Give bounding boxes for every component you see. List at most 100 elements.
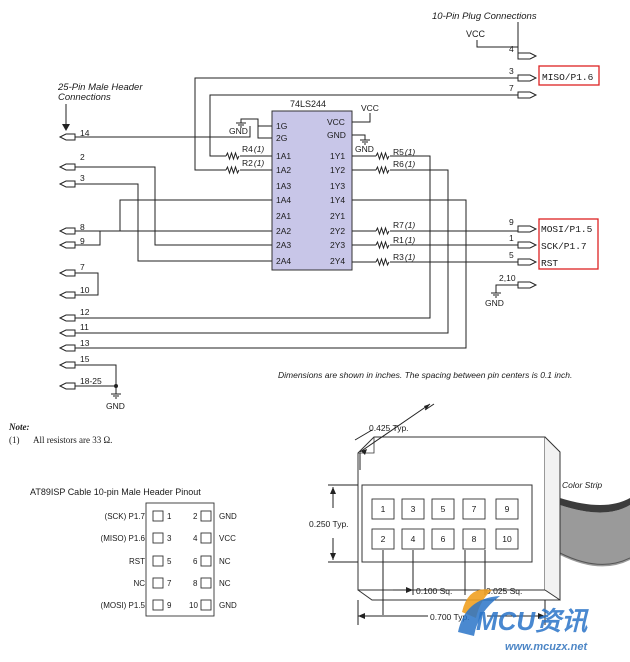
plug-pin-9: 9: [509, 217, 514, 227]
ic-pin-2y4: 2Y4: [330, 256, 345, 266]
ic-pin-1y4: 1Y4: [330, 195, 345, 205]
pinout-right-label-8: NC: [219, 579, 231, 588]
ic-pin-2g: 2G: [276, 133, 287, 143]
pinout-right-label-6: NC: [219, 557, 231, 566]
ic-gnd-label: GND: [355, 144, 374, 154]
ic-enable-gnd-symbol: [236, 122, 246, 128]
pinout-left-label-3: (MISO) P1.6: [101, 534, 146, 543]
plug-gnd-symbol: [491, 292, 501, 298]
ic-pin-1y1: 1Y1: [330, 151, 345, 161]
connector-side: [544, 436, 561, 601]
connector-pin-10: 10: [502, 534, 512, 544]
svg-text:R3(1): R3(1): [393, 252, 415, 262]
ic-pin-2y1: 2Y1: [330, 211, 345, 221]
pinout-labels: (SCK) P1.7 1 2 GND (MISO) P1.6 3 4 VCC R…: [101, 512, 237, 610]
plug-pin-7: 7: [509, 83, 514, 93]
watermark-url: www.mcuzx.net: [505, 641, 588, 653]
pinout-right-pin-4: 4: [193, 534, 198, 543]
svg-text:R7(1): R7(1): [393, 220, 415, 230]
note-text: All resistors are 33 Ω.: [33, 435, 112, 445]
svg-text:R5(1): R5(1): [393, 147, 415, 157]
ic-pin-2a4: 2A4: [276, 256, 291, 266]
resistor-r3: R3: [393, 252, 404, 262]
header-pin-9: 9: [80, 236, 85, 246]
plug-pin-1: 1: [509, 233, 514, 243]
header-pin-stubs: [58, 133, 76, 390]
pinout-right-label-4: VCC: [219, 534, 236, 543]
pinout-left-pin-9: 9: [167, 601, 172, 610]
ic-pin-2a3: 2A3: [276, 240, 291, 250]
pinout-right-label-2: GND: [219, 512, 237, 521]
ic-pin-1a4: 1A4: [276, 195, 291, 205]
header-pin-12: 12: [80, 307, 90, 317]
connector-pin-4: 4: [411, 534, 416, 544]
resistor-r6-note: (1): [405, 159, 416, 169]
ic-pin-1g: 1G: [276, 121, 287, 131]
note-title: Note:: [8, 422, 30, 432]
mosi-sck-rst-highlight-box: [538, 218, 599, 270]
header-pin-10: 10: [80, 285, 90, 295]
pinout-right-label-10: GND: [219, 601, 237, 610]
resistor-r1-note: (1): [405, 235, 416, 245]
ic-vcc-wire: [352, 113, 371, 123]
ic-pin-2y2: 2Y2: [330, 226, 345, 236]
connector-bottom: [357, 589, 560, 601]
header-connections-title-1: 25-Pin Male Header: [57, 82, 143, 93]
resistor-r3-note: (1): [405, 252, 416, 262]
resistor-r1: R1: [393, 235, 404, 245]
connector-pin-3: 3: [411, 504, 416, 514]
header-gnd-symbol: [111, 393, 121, 399]
plug-signal-miso: MISO/P1.6: [542, 72, 594, 83]
ic-gnd-symbol: [360, 139, 370, 145]
ic-vcc-label: VCC: [361, 103, 379, 113]
resistor-r7: R7: [393, 220, 404, 230]
dimension-arrows: [330, 404, 545, 619]
pinout-left-label-7: NC: [133, 579, 145, 588]
ic-pin-1y3: 1Y3: [330, 181, 345, 191]
plug-pin-5: 5: [509, 250, 514, 260]
watermark-brand: MCU资讯: [476, 606, 589, 636]
dimension-lines: [328, 403, 546, 625]
header-pin-7: 7: [80, 262, 85, 272]
dim-pin-sq: 0.100 Sq.: [416, 586, 452, 596]
plug-signal-sck: SCK/P1.7: [541, 241, 587, 252]
ribbon-cable: [560, 505, 630, 567]
plug-vcc-label: VCC: [466, 29, 486, 39]
resistor-r7-note: (1): [405, 220, 416, 230]
watermark-logo: MCU资讯 www.mcuzx.net: [458, 589, 589, 653]
ic-left-pin-labels: 1G 2G 1A1 1A2 1A3 1A4 2A1 2A2 2A3 2A4: [276, 121, 291, 266]
connector-pin-squares: [371, 498, 519, 550]
connector-pin-numbers: 1 3 5 7 9 2 4 6 8 10: [381, 504, 512, 544]
plug-signal-mosi: MOSI/P1.5: [541, 224, 593, 235]
header-pin-14: 14: [80, 128, 90, 138]
connector-pin-2: 2: [381, 534, 386, 544]
watermark-swoosh-blue-icon: [458, 596, 500, 636]
ribbon-edge: [559, 552, 630, 565]
pinout-left-label-9: (MOSI) P1.5: [101, 601, 146, 610]
pinout-left-pin-1: 1: [167, 512, 172, 521]
ic-enable-gnd-wire: [240, 118, 259, 126]
connector-pin-1: 1: [381, 504, 386, 514]
header-pointer-arrow: [62, 124, 70, 131]
color-strip-label: Color Strip: [562, 480, 602, 490]
ic-pin-2a2: 2A2: [276, 226, 291, 236]
note-marker: (1): [9, 435, 20, 445]
connector-face: [361, 484, 533, 563]
pinout-right-pin-2: 2: [193, 512, 198, 521]
resistor-r5-note: (1): [405, 147, 416, 157]
connector-pin-7: 7: [472, 504, 477, 514]
dim-typ-width: 0.425 Typ.: [369, 423, 409, 433]
pinout-left-label-1: (SCK) P1.7: [105, 512, 146, 521]
pinout-left-pin-7: 7: [167, 579, 172, 588]
ic-pin-2y3: 2Y3: [330, 240, 345, 250]
resistor-r6: R6: [393, 159, 404, 169]
svg-text:R2(1): R2(1): [242, 158, 264, 168]
color-strip: [560, 498, 630, 513]
miso-highlight-box: [538, 65, 600, 86]
header-pin-13: 13: [80, 338, 90, 348]
header-pin-11: 11: [80, 322, 89, 332]
resistor-r2: R2: [242, 158, 253, 168]
plug-pin-4: 4: [509, 44, 514, 54]
plug-pin-2-10: 2,10: [499, 273, 516, 283]
